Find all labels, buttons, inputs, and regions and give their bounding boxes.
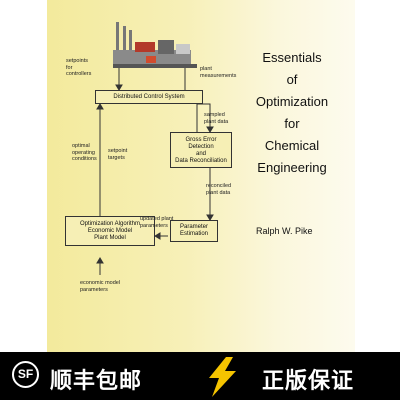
authentic-guarantee-text: 正版保证 [262, 368, 355, 393]
dcs-box: Distributed Control System [95, 90, 203, 104]
gross-error-box: Gross Error Detection and Data Reconcili… [170, 132, 232, 168]
title-line: for [284, 116, 300, 131]
title-line: Essentials [262, 50, 322, 65]
optimization-box: Optimization Algorithm Economic Model Pl… [65, 216, 155, 246]
title-line: Chemical [264, 138, 320, 153]
book-author: Ralph W. Pike [256, 226, 313, 236]
label-sampled: sampled plant data [204, 112, 229, 125]
title-line: Optimization [255, 94, 329, 109]
title-line: of [286, 72, 298, 87]
parameter-estimation-box: Parameter Estimation [170, 220, 218, 242]
sf-logo-icon: SF [12, 361, 39, 388]
free-shipping-text: 顺丰包邮 [50, 368, 143, 393]
book-cover [47, 0, 355, 352]
label-updated: updated plant parameters [140, 216, 174, 229]
label-economic: economic model parameters [80, 280, 121, 293]
label-targets: setpoint targets [108, 148, 128, 161]
label-reconciled: reconciled plant data [206, 183, 232, 196]
title-line: Engineering [257, 160, 327, 175]
promo-footer [0, 352, 400, 400]
label-setpoints: setpoints for controllers [66, 58, 92, 77]
label-plant-measurements: plant measurements [200, 66, 237, 79]
label-optimal: optimal operating conditions [72, 143, 97, 162]
